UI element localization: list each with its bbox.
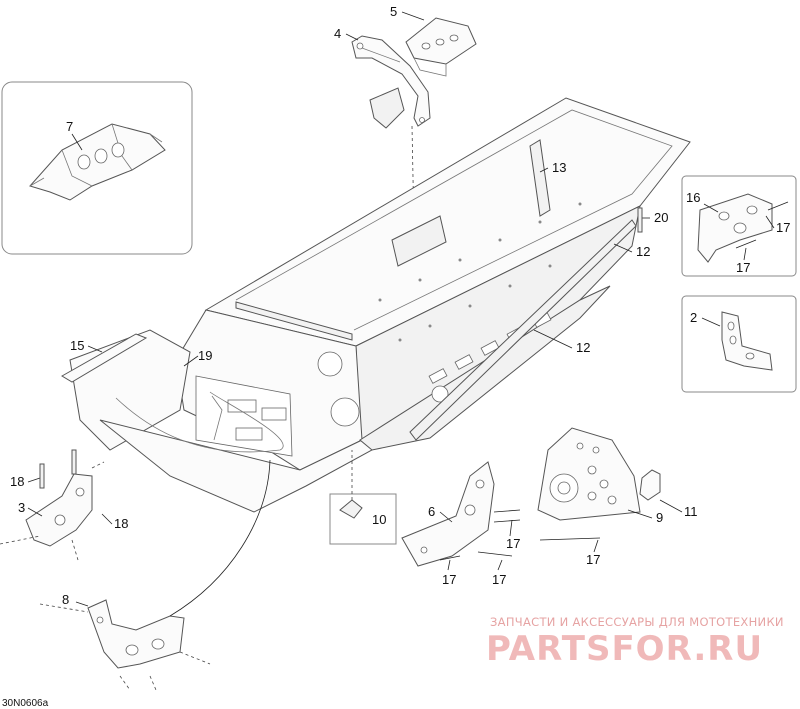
callout-2: 2 [690, 310, 697, 325]
callout-16: 16 [686, 190, 700, 205]
part-10-box [329, 493, 397, 545]
part-4-tube [351, 35, 431, 127]
callout-20: 20 [654, 210, 668, 225]
callout-12-upper: 12 [636, 244, 650, 259]
callout-17-part6-a: 17 [506, 536, 520, 551]
callout-18-top: 18 [10, 474, 24, 489]
watermark-tagline: ЗАПЧАСТИ И АКСЕССУАРЫ ДЛЯ МОТОТЕХНИКИ [490, 615, 784, 629]
part-1-shield [369, 87, 405, 129]
callout-12-lower: 12 [576, 340, 590, 355]
callout-9: 9 [656, 510, 663, 525]
part-3-bracket [0, 461, 105, 561]
inset-box-part-2 [681, 295, 797, 393]
callout-18-bottom: 18 [114, 516, 128, 531]
callout-17-box16-a: 17 [776, 220, 790, 235]
callout-3: 3 [18, 500, 25, 515]
callout-17-box16-b: 17 [736, 260, 750, 275]
callout-7: 7 [66, 119, 73, 134]
callout-5: 5 [390, 4, 397, 19]
callout-4: 4 [334, 26, 341, 41]
inset-box-part-7 [1, 81, 193, 255]
part-8-bracket [39, 599, 211, 691]
part-11-bracket [639, 469, 661, 501]
callout-15: 15 [70, 338, 84, 353]
callout-17-part9: 17 [586, 552, 600, 567]
callout-10: 10 [372, 512, 386, 527]
callout-6: 6 [428, 504, 435, 519]
tunnel-chassis [69, 97, 691, 513]
callout-19: 19 [198, 348, 212, 363]
part-6-bracket [401, 461, 495, 567]
callout-11: 11 [684, 504, 698, 519]
part-9-plate [537, 427, 641, 521]
part-15-bracket [61, 333, 148, 383]
callout-17-part6-c: 17 [492, 572, 506, 587]
diagram-ref-code: 30N0606a [2, 698, 49, 709]
callout-13: 13 [552, 160, 566, 175]
part-5-bracket [405, 17, 477, 77]
part-19-cable [115, 391, 284, 453]
watermark-logo: PARTSFOR.RU [486, 629, 763, 669]
callout-8: 8 [62, 592, 69, 607]
callout-17-part6-b: 17 [442, 572, 456, 587]
